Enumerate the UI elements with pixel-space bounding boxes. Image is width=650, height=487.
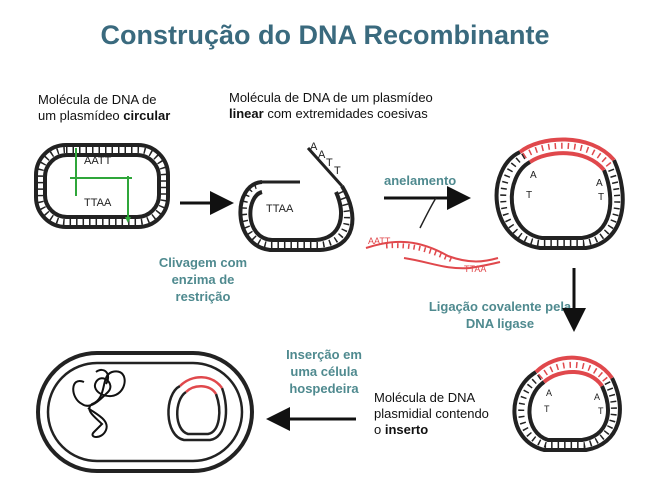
ligacao-label: Ligação covalente pela DNA ligase [428,299,572,331]
circular-label-line1: Molécula de DNA de [38,92,157,107]
base-a-3: A [530,170,537,181]
insert-label-line1: Molécula de DNA [374,390,476,405]
insercao-label: Inserção em uma célula hospedeira [286,347,362,396]
circular-plasmid [34,143,170,229]
insert-fragment [365,197,501,270]
base-t-6: T [598,406,604,416]
insert-label-bold: inserto [384,422,429,437]
base-t-5: T [544,404,550,414]
base-a-6: A [594,392,600,402]
clivagem-label: Clivagem com enzima de restrição [158,255,248,304]
base-a-1: A [310,141,318,153]
linear-label-line1: Molécula de DNA de um plasmídeo [229,90,433,105]
linear-plasmid [238,146,355,252]
page-title: Construção do DNA Recombinante [100,20,550,50]
circular-plasmid-label: Molécula de DNA de um plasmídeo circular [38,92,208,124]
insert-label-line3: o [374,422,382,437]
base-t-1: T [326,157,333,169]
base-t-2: T [334,165,341,177]
insert-plasmid-label: Molécula de DNA plasmidial contendo o in… [374,390,514,438]
base-a-5: A [546,388,552,398]
insert-label-line2: plasmidial contendo [374,406,489,421]
circular-label-bold: circular [123,108,171,123]
host-cell [36,351,254,473]
base-t-3: T [526,190,532,201]
linear-plasmid-label: Molécula de DNA de um plasmídeo linear c… [229,90,489,122]
sticky-top-red: AATT [368,236,391,246]
sticky-bottom-red: TTAA [464,264,486,274]
sticky-bottom-1: TTAA [84,197,112,209]
base-a-2: A [318,149,326,161]
circular-label-line2: um plasmídeo [38,108,120,123]
base-letters: AATT TTAA TTAA A A T T AATT TTAA A T A T… [84,141,604,416]
base-a-4: A [596,178,603,189]
base-t-4: T [598,192,604,203]
recombinant-plasmid [512,355,622,452]
sticky-bottom-2: TTAA [266,203,294,215]
sticky-top-1: AATT [84,155,112,167]
annealed-plasmid [494,137,625,250]
linear-label-line2: com extremidades coesivas [267,106,428,121]
anelamento-label: anelamento [384,173,457,188]
linear-label-bold: linear [229,106,264,121]
